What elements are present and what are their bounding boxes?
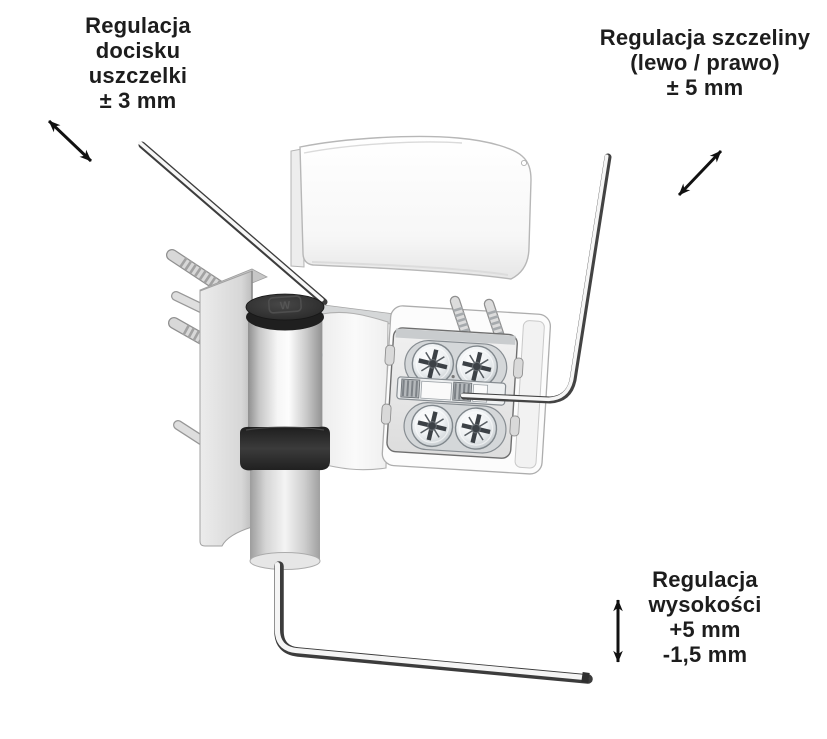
label-line: uszczelki bbox=[88, 63, 188, 88]
hinge-band bbox=[240, 426, 330, 471]
hinge-barrel: W bbox=[240, 293, 330, 570]
gap-adjustment-arrow bbox=[677, 149, 723, 197]
label-line: docisku bbox=[95, 38, 181, 63]
label-line: -1,5 mm bbox=[662, 642, 748, 667]
label-line: Regulacja szczeliny bbox=[599, 25, 811, 50]
label-line: Regulacja bbox=[652, 567, 758, 592]
gap-adjustment-label: Regulacja szczeliny (lewo / prawo) ± 5 m… bbox=[583, 25, 827, 100]
label-line: wysokości bbox=[648, 592, 762, 617]
label-line: ± 3 mm bbox=[99, 88, 177, 113]
label-line: (lewo / prawo) bbox=[630, 50, 780, 75]
label-line: Regulacja bbox=[85, 13, 191, 38]
barrel-bottom-cap bbox=[249, 552, 321, 570]
hex-key-tip bbox=[581, 672, 590, 683]
cover-cap-notch bbox=[520, 159, 528, 167]
svg-text:W: W bbox=[279, 300, 291, 313]
hinge-top-cap: W bbox=[245, 293, 325, 331]
hex-key-side bbox=[460, 153, 612, 404]
hex-key-bottom bbox=[274, 561, 593, 684]
label-line: +5 mm bbox=[669, 617, 741, 642]
adjustment-plate bbox=[380, 327, 524, 459]
seal-pressure-label: Regulacja docisku uszczelki ± 3 mm bbox=[38, 13, 238, 113]
label-line: ± 5 mm bbox=[666, 75, 744, 100]
brand-logo: W bbox=[267, 295, 302, 314]
seal-adjustment-arrow bbox=[47, 119, 93, 163]
top-screw-left bbox=[449, 295, 473, 343]
hex-key-diagonal bbox=[138, 140, 328, 306]
height-adjustment-label: Regulacja wysokości +5 mm -1,5 mm bbox=[599, 567, 811, 667]
hinge-cover-cap bbox=[290, 135, 532, 280]
